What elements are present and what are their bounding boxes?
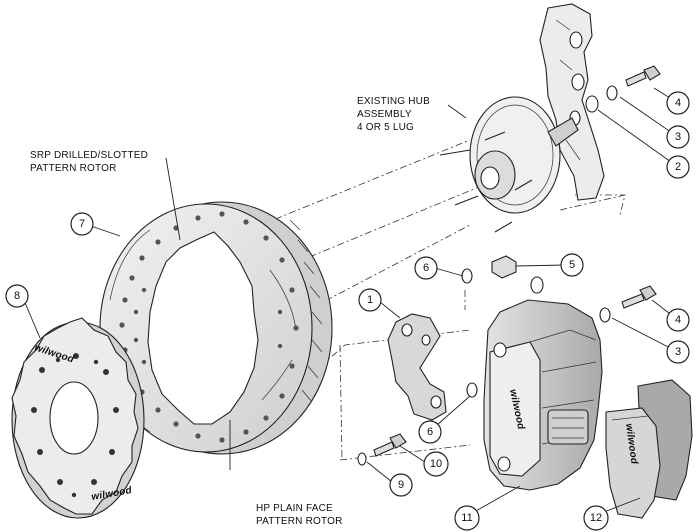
caliper-mounting-bracket [387,313,447,421]
callout-6-top: 6 [414,256,438,280]
hub-label-line1: EXISTING HUB [357,96,430,107]
callout-9: 9 [389,473,413,497]
svg-text:6: 6 [427,426,433,438]
svg-text:3: 3 [675,346,681,358]
svg-text:4: 4 [675,97,681,109]
callout-2: 2 [666,155,690,179]
srp-drilled-slotted-rotor [99,201,333,455]
callout-bubbles: 1 2 3 3 4 4 5 6 6 7 8 9 10 11 12 [5,91,690,531]
existing-hub-assembly [439,96,579,233]
callout-4-top: 4 [666,91,690,115]
callout-8: 8 [5,284,29,308]
svg-text:6: 6 [423,262,429,274]
callout-6-lower: 6 [418,420,442,444]
callout-3-mid: 3 [666,340,690,364]
brake-pads [605,379,693,519]
steering-knuckle [539,3,605,201]
callout-5: 5 [560,253,584,277]
svg-text:3: 3 [675,131,681,143]
hub-label-line2: ASSEMBLY [357,109,412,120]
svg-text:8: 8 [14,290,20,302]
rotor-hat [11,317,145,519]
wilwood-caliper [483,299,603,491]
leader-lines [22,87,679,513]
svg-text:9: 9 [398,479,404,491]
callout-11: 11 [454,505,480,531]
hp-label-line1: HP PLAIN FACE [256,503,333,514]
svg-text:5: 5 [569,259,575,271]
svg-text:11: 11 [461,512,472,524]
hub-label-line3: 4 OR 5 LUG [357,122,414,133]
hp-label-line2: PATTERN ROTOR [256,516,343,527]
callout-12: 12 [583,505,609,531]
srp-label-line2: PATTERN ROTOR [30,163,117,174]
srp-label-line1: SRP DRILLED/SLOTTED [30,150,148,161]
svg-text:7: 7 [79,218,85,230]
svg-text:10: 10 [430,458,442,470]
callout-1: 1 [358,288,382,312]
callout-7: 7 [70,212,94,236]
callout-3-top: 3 [666,125,690,149]
svg-text:1: 1 [367,294,373,306]
svg-text:2: 2 [675,161,681,173]
svg-text:4: 4 [675,314,681,326]
part-labels: EXISTING HUB ASSEMBLY 4 OR 5 LUG SRP DRI… [30,96,430,527]
svg-text:12: 12 [590,512,602,524]
callout-10: 10 [423,451,449,477]
hardware [357,65,661,466]
callout-4-mid: 4 [666,308,690,332]
